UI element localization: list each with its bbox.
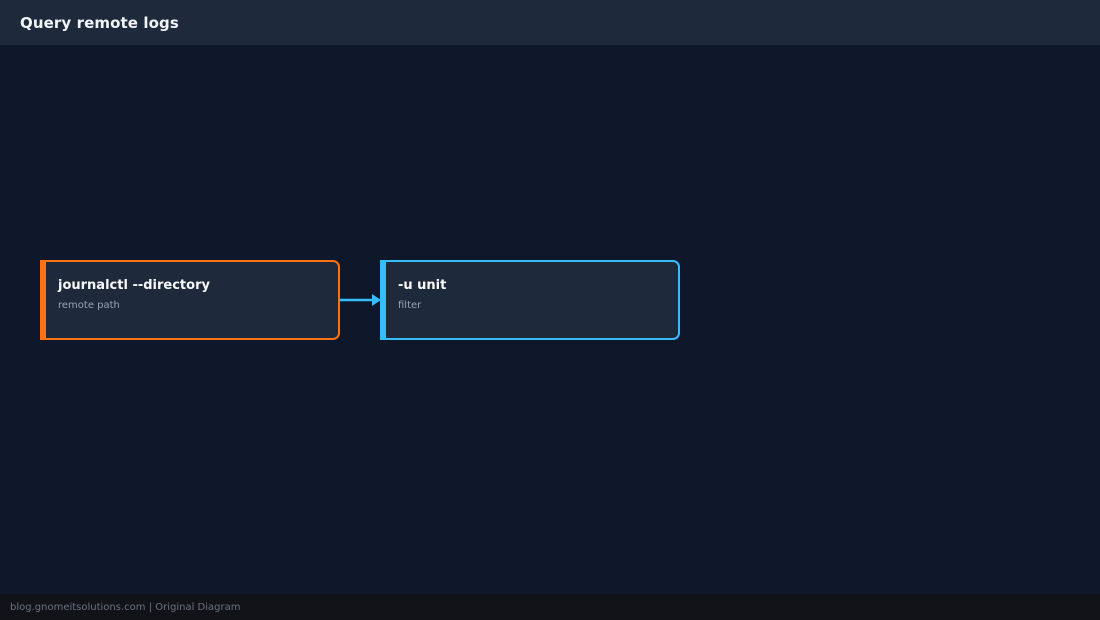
footer-bar: blog.gnomeitsolutions.com | Original Dia… [0, 594, 1100, 620]
node-subtitle: filter [398, 300, 422, 311]
node-title: journalctl --directory [58, 278, 210, 293]
header-bar: Query remote logs [0, 0, 1100, 45]
node-title: -u unit [398, 278, 447, 293]
diagram-title: Query remote logs [20, 13, 179, 32]
node-unit-filter: -u unit filter [380, 260, 680, 340]
footer-credit: blog.gnomeitsolutions.com | Original Dia… [10, 601, 241, 613]
node-journalctl-directory: journalctl --directory remote path [40, 260, 340, 340]
node-subtitle: remote path [58, 300, 120, 311]
